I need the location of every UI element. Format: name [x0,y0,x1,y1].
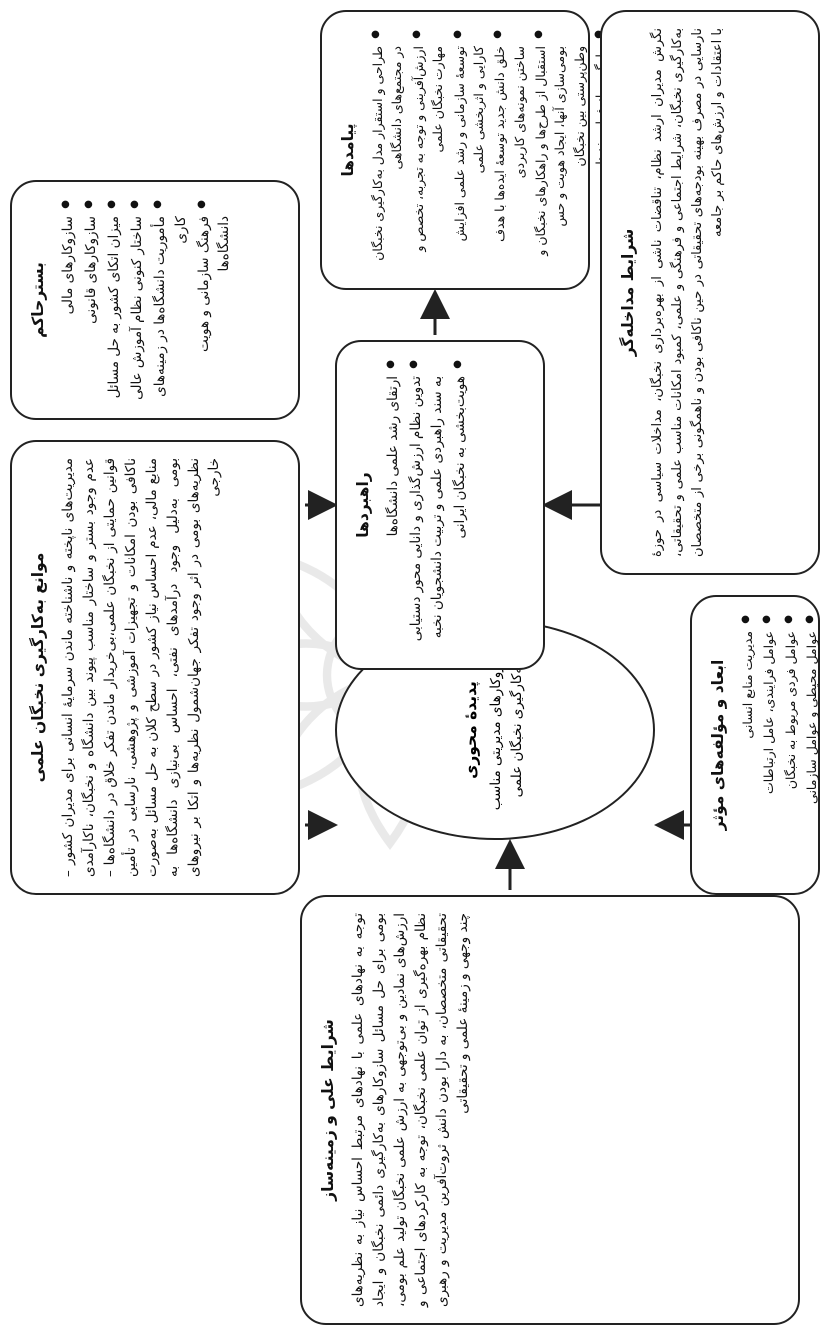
dimensions-box: ابعاد و مؤلفه‌های مؤثر مدیریت منابع انسا… [690,595,820,895]
dimensions-item: عوامل فرایندی، عامل ارتباطات [759,631,778,877]
outcomes-item: خلق دانش جدید توسعهٔ ایده‌ها با هدف ساخت… [490,46,529,272]
barriers-box: موانع به‌کارگیری نخبگان علمی مدیریت‌های … [10,440,300,895]
phenomenon-title: پدیدهٔ محوری [462,681,481,779]
strategies-item: هویت‌بخشی به نخبگان ایرانی [450,376,471,652]
outcomes-item: ارزش‌آفرینی و توجه به تجربه، تخصص و مهار… [409,46,448,272]
context-list: سازوکارهای مالی سازوکارهای قانونی میزان … [58,198,235,402]
causal-title: شرایط علی و زمینه‌ساز [319,1019,337,1201]
outcomes-list: طراحی و استقرار مدل به‌کارگیری نخبگان در… [368,28,611,272]
outcomes-item: طراحی و استقرار مدل به‌کارگیری نخبگان در… [368,46,407,272]
dimensions-list: مدیریت منابع انسانی عوامل فرایندی، عامل … [738,613,822,877]
context-item: میزان اتکای کشور به حل مسائل [104,216,125,402]
outcomes-box: پیامدها طراحی و استقرار مدل به‌کارگیری ن… [320,10,608,290]
dimensions-item: مدیریت منابع انسانی [738,631,757,877]
dimensions-item: عوامل محیطی و عوامل سازمانی [802,631,821,877]
context-item: سازوکارهای مالی [58,216,79,402]
strategies-item: ارتقای رشد علمی دانشگاه‌ها [383,376,404,652]
intervening-box: شرایط مداخله‌گر نگرش مدیران ارشد نظام، ت… [600,10,820,575]
strategies-box: راهبردها ارتقای رشد علمی دانشگاه‌ها تدوی… [335,340,545,670]
context-title: بسترحاکم [29,262,47,338]
outcomes-item: توسعهٔ سازمانی و رشد علمی افزایش کارایی … [450,46,489,272]
barriers-title: موانع به‌کارگیری نخبگان علمی [29,552,47,783]
dimensions-title: ابعاد و مؤلفه‌های مؤثر [709,659,727,831]
causal-box: شرایط علی و زمینه‌ساز توجه به نهادهای عل… [300,895,800,1325]
context-item: فرهنگ سازمانی و هویت دانشگاه‌ها [194,216,236,402]
context-box: بسترحاکم سازوکارهای مالی سازوکارهای قانو… [10,180,300,420]
context-item: سازوکارهای قانونی [81,216,102,402]
intervening-text: نگرش مدیران ارشد نظام، تناقضات ناشی از ب… [650,28,726,557]
context-item: ساختار کنونی نظام آموزش عالی [127,216,148,402]
strategies-list: ارتقای رشد علمی دانشگاه‌ها تدوین نظام ار… [383,358,471,652]
dimensions-item: عوامل فردی مربوط به نخبگان [781,631,800,877]
causal-text: توجه به نهادهای علمی با نهادهای مرتبط اح… [350,913,471,1307]
barriers-text: مدیریت‌های ناپخته و ناشناخته ماندن سرمای… [60,458,223,877]
intervening-title: شرایط مداخله‌گر [619,228,637,357]
strategies-item: تدوین نظام ارزش‌گذاری و دانایی محور دستی… [406,376,448,652]
outcomes-item: استقبال از طرح‌ها و راهکارهای نخبگان و ب… [531,46,589,272]
context-item: مأموریت دانشگاه‌ها در زمینه‌های کاری [150,216,192,402]
outcomes-title: پیامدها [339,123,357,177]
strategies-title: راهبردها [354,472,372,538]
